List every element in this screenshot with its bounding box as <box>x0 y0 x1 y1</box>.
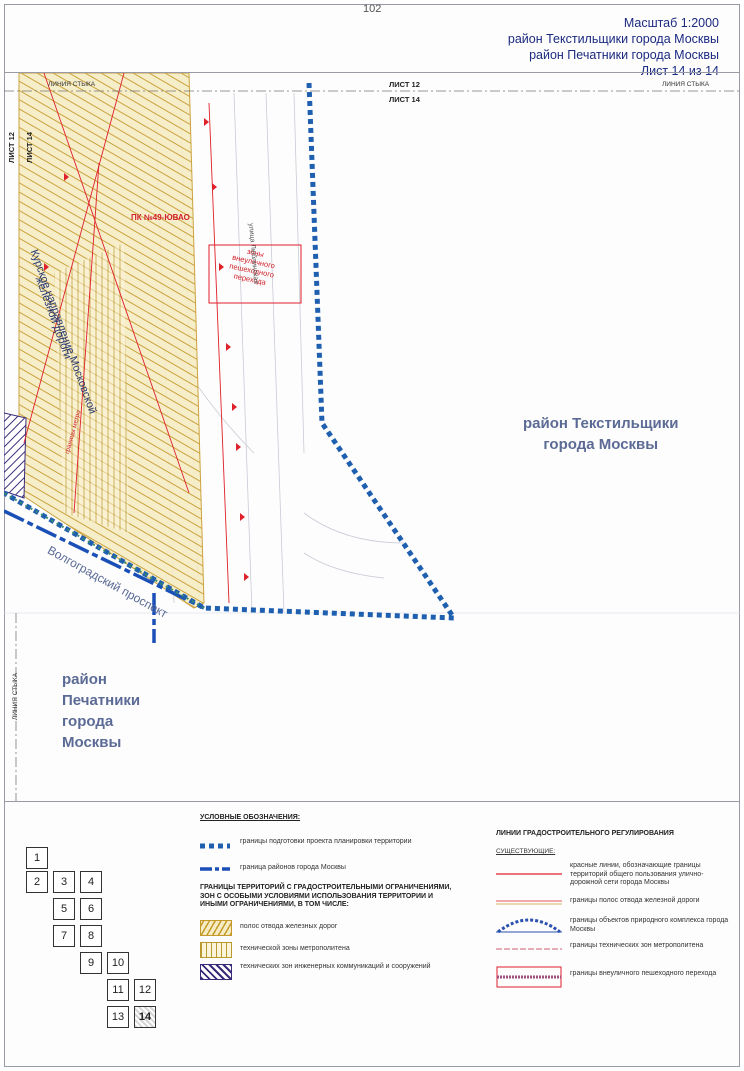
sheet-12-label: ЛИСТ 12 <box>389 80 420 89</box>
district-title-1: район Текстильщики города Москвы <box>507 32 719 46</box>
legend-pedestrian: границы внеуличного пешеходного перехода <box>570 970 717 977</box>
grid-cell-11: 11 <box>107 979 129 1001</box>
title-block: Масштаб 1:2000 район Текстильщики города… <box>508 15 719 79</box>
planning-boundary-swatch <box>200 843 230 849</box>
engineering-zone <box>4 412 27 499</box>
map-area: ЛИНИЯ СТЫКА ЛИНИЯ СТЫКА ЛИСТ 12 ЛИСТ 14 … <box>4 72 740 802</box>
legend-panel: 1 2 3 4 5 6 7 8 9 10 11 12 13 14 УСЛОВНЫ… <box>4 802 740 1067</box>
grid-cell-12: 12 <box>134 979 156 1001</box>
nature-swatch <box>496 918 562 934</box>
junction-line-label-left: ЛИНИЯ СТЫКА <box>48 81 96 88</box>
grid-cell-3: 3 <box>53 871 75 893</box>
grid-cell-13: 13 <box>107 1006 129 1028</box>
legend-title: УСЛОВНЫЕ ОБОЗНАЧЕНИЯ: <box>200 814 301 821</box>
red-lines-swatch <box>496 873 562 875</box>
legend-railway-lines: границы полос отвода железной дороги <box>570 897 700 904</box>
district-boundary-swatch <box>200 867 230 871</box>
pedestrian-swatch <box>496 966 562 988</box>
legend-metro-zone: технической зоны метрополитена <box>240 945 350 952</box>
page-number: 102 <box>363 3 382 15</box>
district-title-2: район Печатники города Москвы <box>529 48 719 62</box>
grid-cell-8: 8 <box>80 925 102 947</box>
grid-cell-14-current: 14 <box>134 1006 156 1028</box>
grid-cell-5: 5 <box>53 898 75 920</box>
engineering-zone-swatch <box>200 964 232 980</box>
scale-label: Масштаб 1:2000 <box>623 16 719 30</box>
grid-cell-4: 4 <box>80 871 102 893</box>
existing-label: СУЩЕСТВУЮЩИЕ: <box>496 848 556 855</box>
planning-boundary-line <box>4 82 459 621</box>
grid-cell-2: 2 <box>26 871 48 893</box>
sheet-12-vertical-label: ЛИСТ 12 <box>6 132 16 163</box>
junction-line-vertical-label: ЛИНИЯ СТЫКА <box>12 672 20 721</box>
junction-line-label-right: ЛИНИЯ СТЫКА <box>662 81 710 88</box>
grid-cell-9: 9 <box>80 952 102 974</box>
sheet-14-vertical-label: ЛИСТ 14 <box>24 132 34 163</box>
railway-lines-swatch <box>496 900 562 905</box>
pk-label: ПК №49-ЮВАО <box>131 213 190 222</box>
legend-district-boundary: граница районов города Москвы <box>240 864 346 871</box>
district-label-textilshchiki: район Текстильщики города Москвы <box>523 415 679 453</box>
legend-railway-zone: полос отвода железных дорог <box>240 923 338 930</box>
legend-nature: границы объектов природного комплекса го… <box>570 917 729 933</box>
legend-metro-zones: границы технических зон метрополитена <box>570 942 704 949</box>
grid-cell-7: 7 <box>53 925 75 947</box>
restricted-zones-header: ГРАНИЦЫ ТЕРРИТОРИЙ С ГРАДОСТРОИТЕЛЬНЫМИ … <box>200 884 452 908</box>
grid-cell-6: 6 <box>80 898 102 920</box>
railway-zone-swatch <box>200 920 232 936</box>
regulation-title: ЛИНИИ ГРАДОСТРОИТЕЛЬНОГО РЕГУЛИРОВАНИЯ <box>496 830 674 837</box>
district-label-pechatniki: район Печатники города Москвы <box>62 671 141 751</box>
pedestrian-zone-box <box>208 244 302 304</box>
map-drawing <box>4 73 740 801</box>
grid-cell-10: 10 <box>107 952 129 974</box>
legend-red-lines: красные линии, обозначающие границы терр… <box>570 862 704 886</box>
sheet-counter: Лист 14 из 14 <box>640 64 719 78</box>
metro-zones-swatch <box>496 948 562 950</box>
legend-planning-boundary: границы подготовки проекта планировки те… <box>240 838 412 845</box>
legend-engineering-zone: технических зон инженерных коммуникаций … <box>240 963 431 970</box>
metro-zone <box>54 243 129 533</box>
metro-zone-swatch <box>200 942 232 958</box>
sheet-14-label: ЛИСТ 14 <box>389 95 420 104</box>
district-boundary-line <box>4 509 205 643</box>
grid-cell-1: 1 <box>26 847 48 869</box>
red-markers <box>44 118 249 581</box>
